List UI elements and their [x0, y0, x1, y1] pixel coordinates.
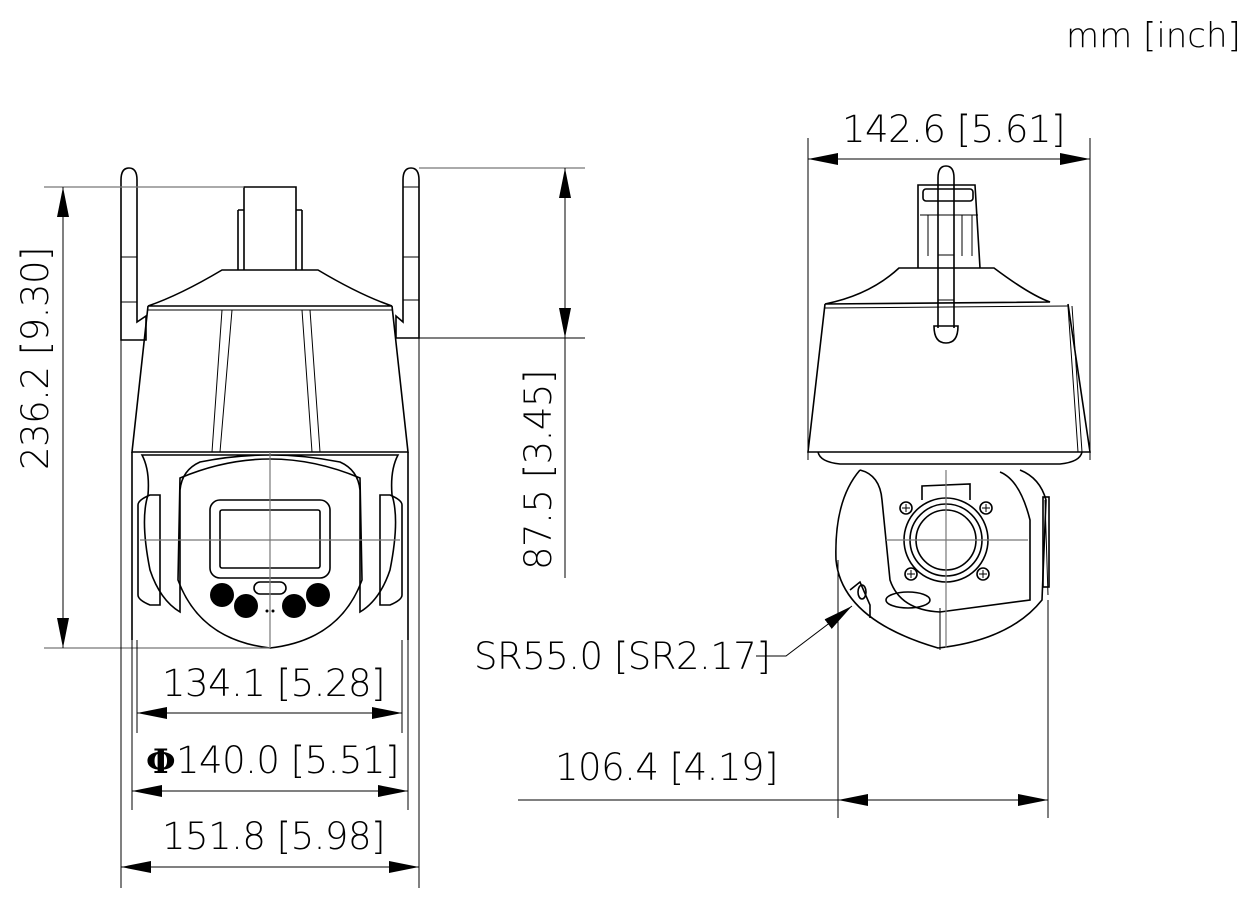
right-antenna-icon	[395, 167, 420, 339]
led-icon	[282, 594, 306, 618]
screw-icon	[904, 567, 918, 581]
dim-diameter: 140.0 [5.51]	[176, 739, 399, 782]
dim-body-width: 134.1 [5.28]	[162, 662, 385, 705]
screw-icon	[899, 501, 913, 515]
dim-overall-width: 151.8 [5.98]	[162, 815, 385, 858]
screw-icon	[976, 567, 990, 581]
dim-ball-depth: 106.4 [4.19]	[555, 746, 778, 789]
led-icon	[234, 594, 258, 618]
left-antenna-icon	[120, 167, 147, 341]
screw-icon	[979, 501, 993, 515]
front-view: 236.2 [9.30] 87.5 [3.45] 134.1 [5.28] Φ …	[14, 167, 585, 888]
led-icon	[210, 583, 234, 607]
dim-sphere-radius: SR55.0 [SR2.17]	[474, 635, 770, 678]
diameter-symbol: Φ	[146, 742, 176, 782]
led-icon	[306, 583, 330, 607]
dim-side-top-width: 142.6 [5.61]	[842, 108, 1065, 151]
units-label: mm [inch]	[1066, 16, 1241, 56]
side-view: 142.6 [5.61]	[474, 108, 1091, 818]
dim-antenna-height: 87.5 [3.45]	[517, 370, 560, 570]
dim-height-total: 236.2 [9.30]	[14, 247, 57, 470]
